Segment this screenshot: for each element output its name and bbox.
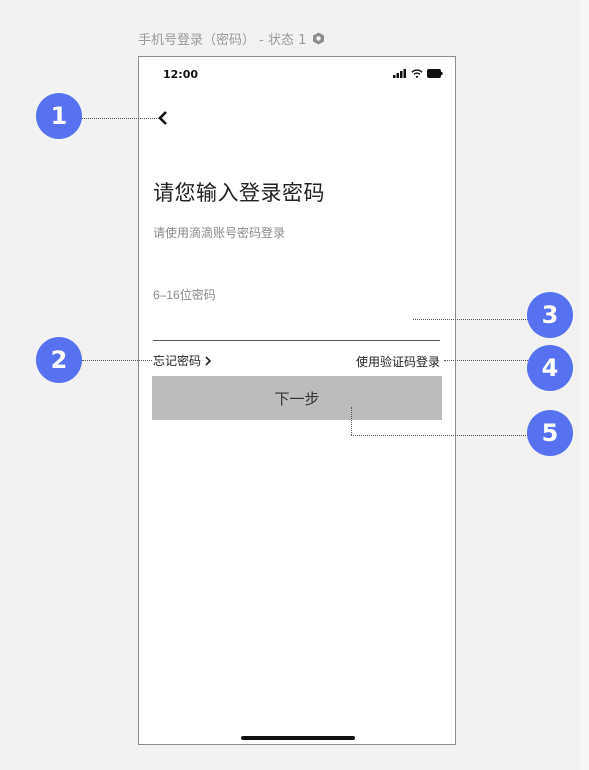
annotation-leader-2 (82, 360, 152, 361)
caption-text: 手机号登录（密码） - 状态 1 (138, 32, 307, 48)
annotation-badge-5: 5 (527, 410, 573, 456)
status-time: 12:00 (163, 68, 199, 81)
code-login-link[interactable]: 使用验证码登录 (355, 355, 440, 369)
annotation-leader-3 (413, 319, 528, 320)
home-indicator (241, 736, 355, 740)
status-icons (393, 69, 443, 78)
chevron-left-icon (158, 111, 167, 125)
page-title: 请您输入登录密码 (153, 181, 325, 205)
annotation-badge-1: 1 (36, 93, 82, 139)
page-edge-strip (580, 0, 589, 770)
page-subtitle: 请使用滴滴账号密码登录 (153, 226, 286, 240)
forgot-password-link[interactable]: 忘记密码 (153, 352, 213, 369)
back-button[interactable] (153, 107, 175, 129)
forgot-password-label: 忘记密码 (153, 354, 202, 368)
wifi-icon (411, 69, 423, 78)
annotation-leader-4 (444, 360, 528, 361)
chevron-right-icon (205, 355, 212, 366)
annotation-leader-1 (82, 118, 159, 119)
annotation-leader-5-vertical (351, 407, 352, 435)
annotation-leader-5 (351, 435, 528, 436)
battery-icon (427, 69, 443, 78)
screen-caption: 手机号登录（密码） - 状态 1 (138, 28, 325, 48)
annotation-badge-3: 3 (527, 292, 573, 338)
phone-frame: 12:00 请您输入登录密码 请使用滴滴账号密码登录 忘记密码 使用验证码 (138, 56, 456, 745)
password-input[interactable] (153, 277, 440, 341)
annotation-badge-4: 4 (527, 345, 573, 391)
signal-icon (393, 69, 406, 78)
annotation-badge-2: 2 (36, 337, 82, 383)
next-step-button[interactable]: 下一步 (152, 376, 442, 420)
state-hexagon-icon (312, 32, 325, 45)
